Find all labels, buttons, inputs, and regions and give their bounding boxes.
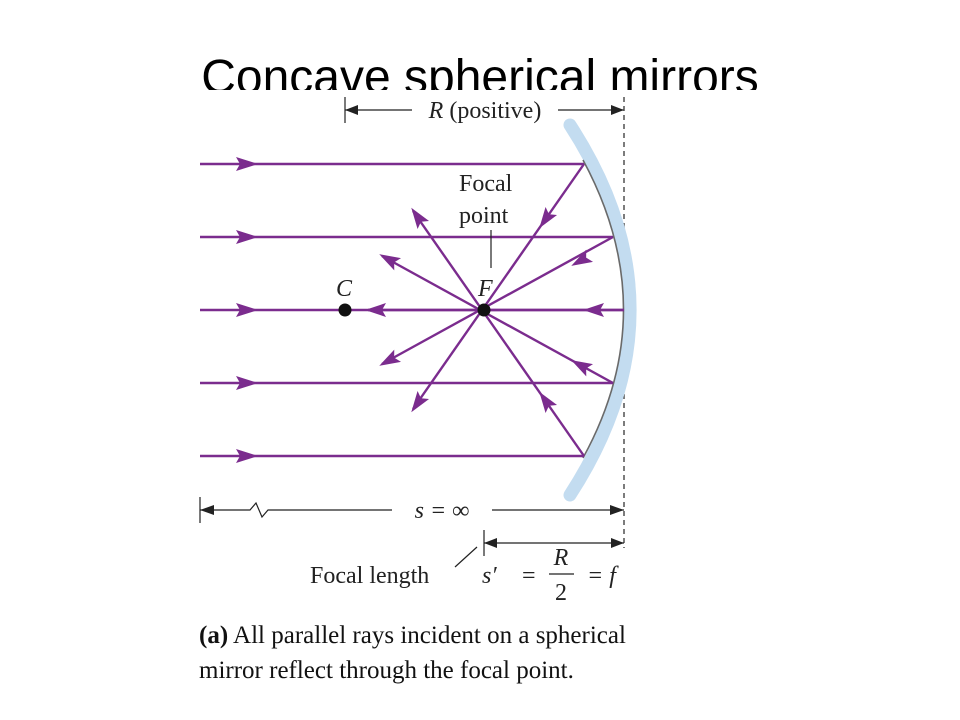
- reflected-arrow-2b: [379, 349, 402, 366]
- slide-title: Concave spherical mirrors: [201, 51, 759, 90]
- reflected-arrows: [365, 206, 604, 414]
- center-label: C: [336, 276, 353, 302]
- concave-mirror: [563, 118, 637, 502]
- equals-sign-1: =: [522, 563, 536, 589]
- center-of-curvature-point: [338, 303, 352, 317]
- object-distance-dimension: s = ∞: [199, 497, 624, 524]
- radius-dimension: R (positive): [344, 97, 624, 124]
- fraction-numerator: R: [553, 545, 569, 571]
- reflected-arrow-2a: [571, 249, 594, 266]
- figure-caption-line2: mirror reflect through the focal point.: [199, 657, 574, 684]
- reflected-arrow-5b: [411, 207, 430, 230]
- reflected-ray-5: [412, 210, 585, 457]
- figure-caption-line1: (a) All parallel rays incident on a sphe…: [199, 622, 626, 649]
- radius-label: R (positive): [428, 98, 542, 124]
- reflected-arrow-3b: [365, 303, 386, 317]
- reflected-arrow-5a: [539, 391, 558, 414]
- image-distance-label: s′: [482, 563, 497, 589]
- incident-arrow-3: [236, 303, 258, 317]
- caption-label: (a): [199, 622, 228, 649]
- equals-f: = f: [587, 563, 619, 589]
- focal-length-label: Focal length: [310, 563, 429, 589]
- fraction-denominator: 2: [555, 580, 567, 606]
- focal-point: [477, 303, 491, 317]
- reflected-arrow-1b: [411, 390, 430, 413]
- incident-arrow-2: [236, 230, 258, 244]
- focus-label: F: [477, 276, 493, 302]
- reflected-arrow-4a: [571, 360, 594, 377]
- incident-arrow-4: [236, 376, 258, 390]
- reflected-arrow-1a: [539, 206, 558, 229]
- reflected-arrow-4b: [379, 254, 402, 271]
- focal-length-leader: [454, 546, 478, 568]
- focal-point-label-line2: point: [459, 203, 509, 229]
- reflected-arrow-3a: [583, 303, 604, 317]
- focal-point-label-line1: Focal: [459, 171, 513, 197]
- caption-text-1: All parallel rays incident on a spherica…: [233, 622, 626, 649]
- incident-arrow-1: [236, 157, 258, 171]
- object-distance-label: s = ∞: [415, 498, 470, 524]
- focal-length-dimension: Focal length s′ = R 2 = f: [310, 530, 624, 606]
- reflected-ray-1: [412, 163, 585, 410]
- radius-label-text: (positive): [443, 98, 541, 124]
- incident-arrow-5: [236, 449, 258, 463]
- reflected-ray-2: [381, 235, 614, 366]
